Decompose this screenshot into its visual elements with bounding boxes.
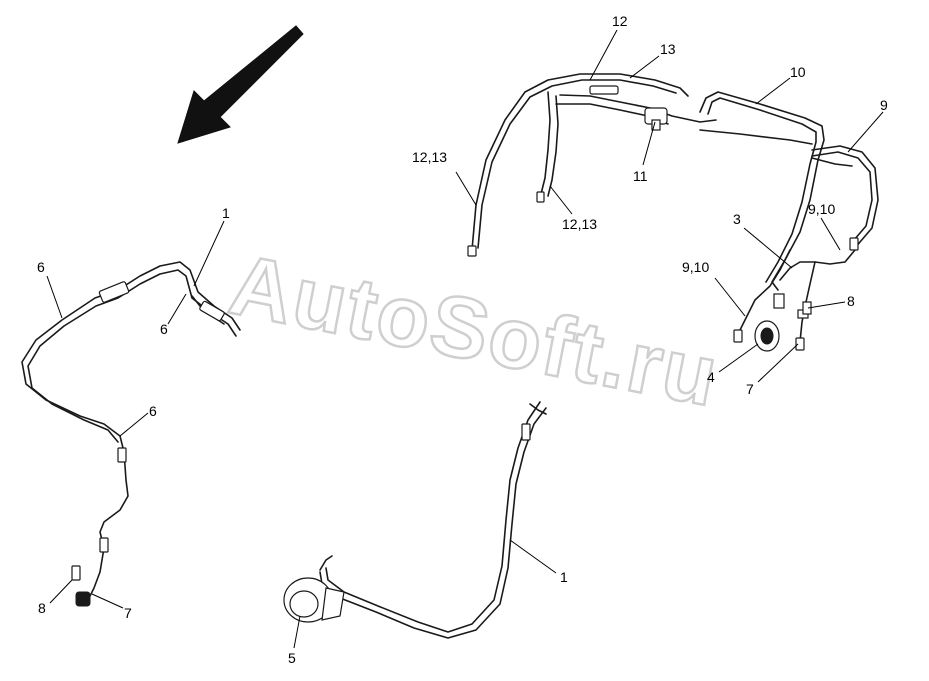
part-11-switch xyxy=(644,107,668,131)
part-5-lamp xyxy=(283,577,345,623)
leader-lines xyxy=(46,29,884,649)
callout-9-10-left: 9,10 xyxy=(682,259,709,275)
callout-1-bottom: 1 xyxy=(560,569,568,585)
part-7-8-left xyxy=(71,565,91,607)
part-7-8-right xyxy=(773,293,812,319)
callout-9-10-right: 9,10 xyxy=(808,201,835,217)
callout-11: 11 xyxy=(633,168,648,184)
watermark-text: AutoSoft.ru xyxy=(222,236,726,425)
callout-4: 4 xyxy=(707,369,715,385)
callout-7-right: 7 xyxy=(746,381,754,397)
callout-6-a: 6 xyxy=(37,259,45,275)
harness-bottom xyxy=(283,401,547,639)
harness-roof xyxy=(467,73,879,352)
callout-12-13-mid: 12,13 xyxy=(562,216,597,232)
callout-9-top: 9 xyxy=(880,97,888,113)
callout-10-top: 10 xyxy=(790,64,806,80)
part-4-sensor xyxy=(754,320,780,352)
callout-6-b: 6 xyxy=(160,321,168,337)
callout-3: 3 xyxy=(733,211,741,227)
callout-5: 5 xyxy=(288,650,296,666)
harness-left xyxy=(21,261,241,607)
callout-12-top: 12 xyxy=(612,13,628,29)
callout-12-13-left: 12,13 xyxy=(412,149,447,165)
arrow-down-left-icon xyxy=(177,25,304,144)
callout-13-top: 13 xyxy=(660,41,676,57)
callout-labels: 12 13 10 9 11 12,13 12,13 3 9,10 9,10 8 … xyxy=(37,13,888,666)
callout-8-left: 8 xyxy=(38,600,46,616)
callout-7-left: 7 xyxy=(124,605,132,621)
callout-6-c: 6 xyxy=(149,403,157,419)
callout-1-top: 1 xyxy=(222,205,230,221)
callout-8-right: 8 xyxy=(847,293,855,309)
